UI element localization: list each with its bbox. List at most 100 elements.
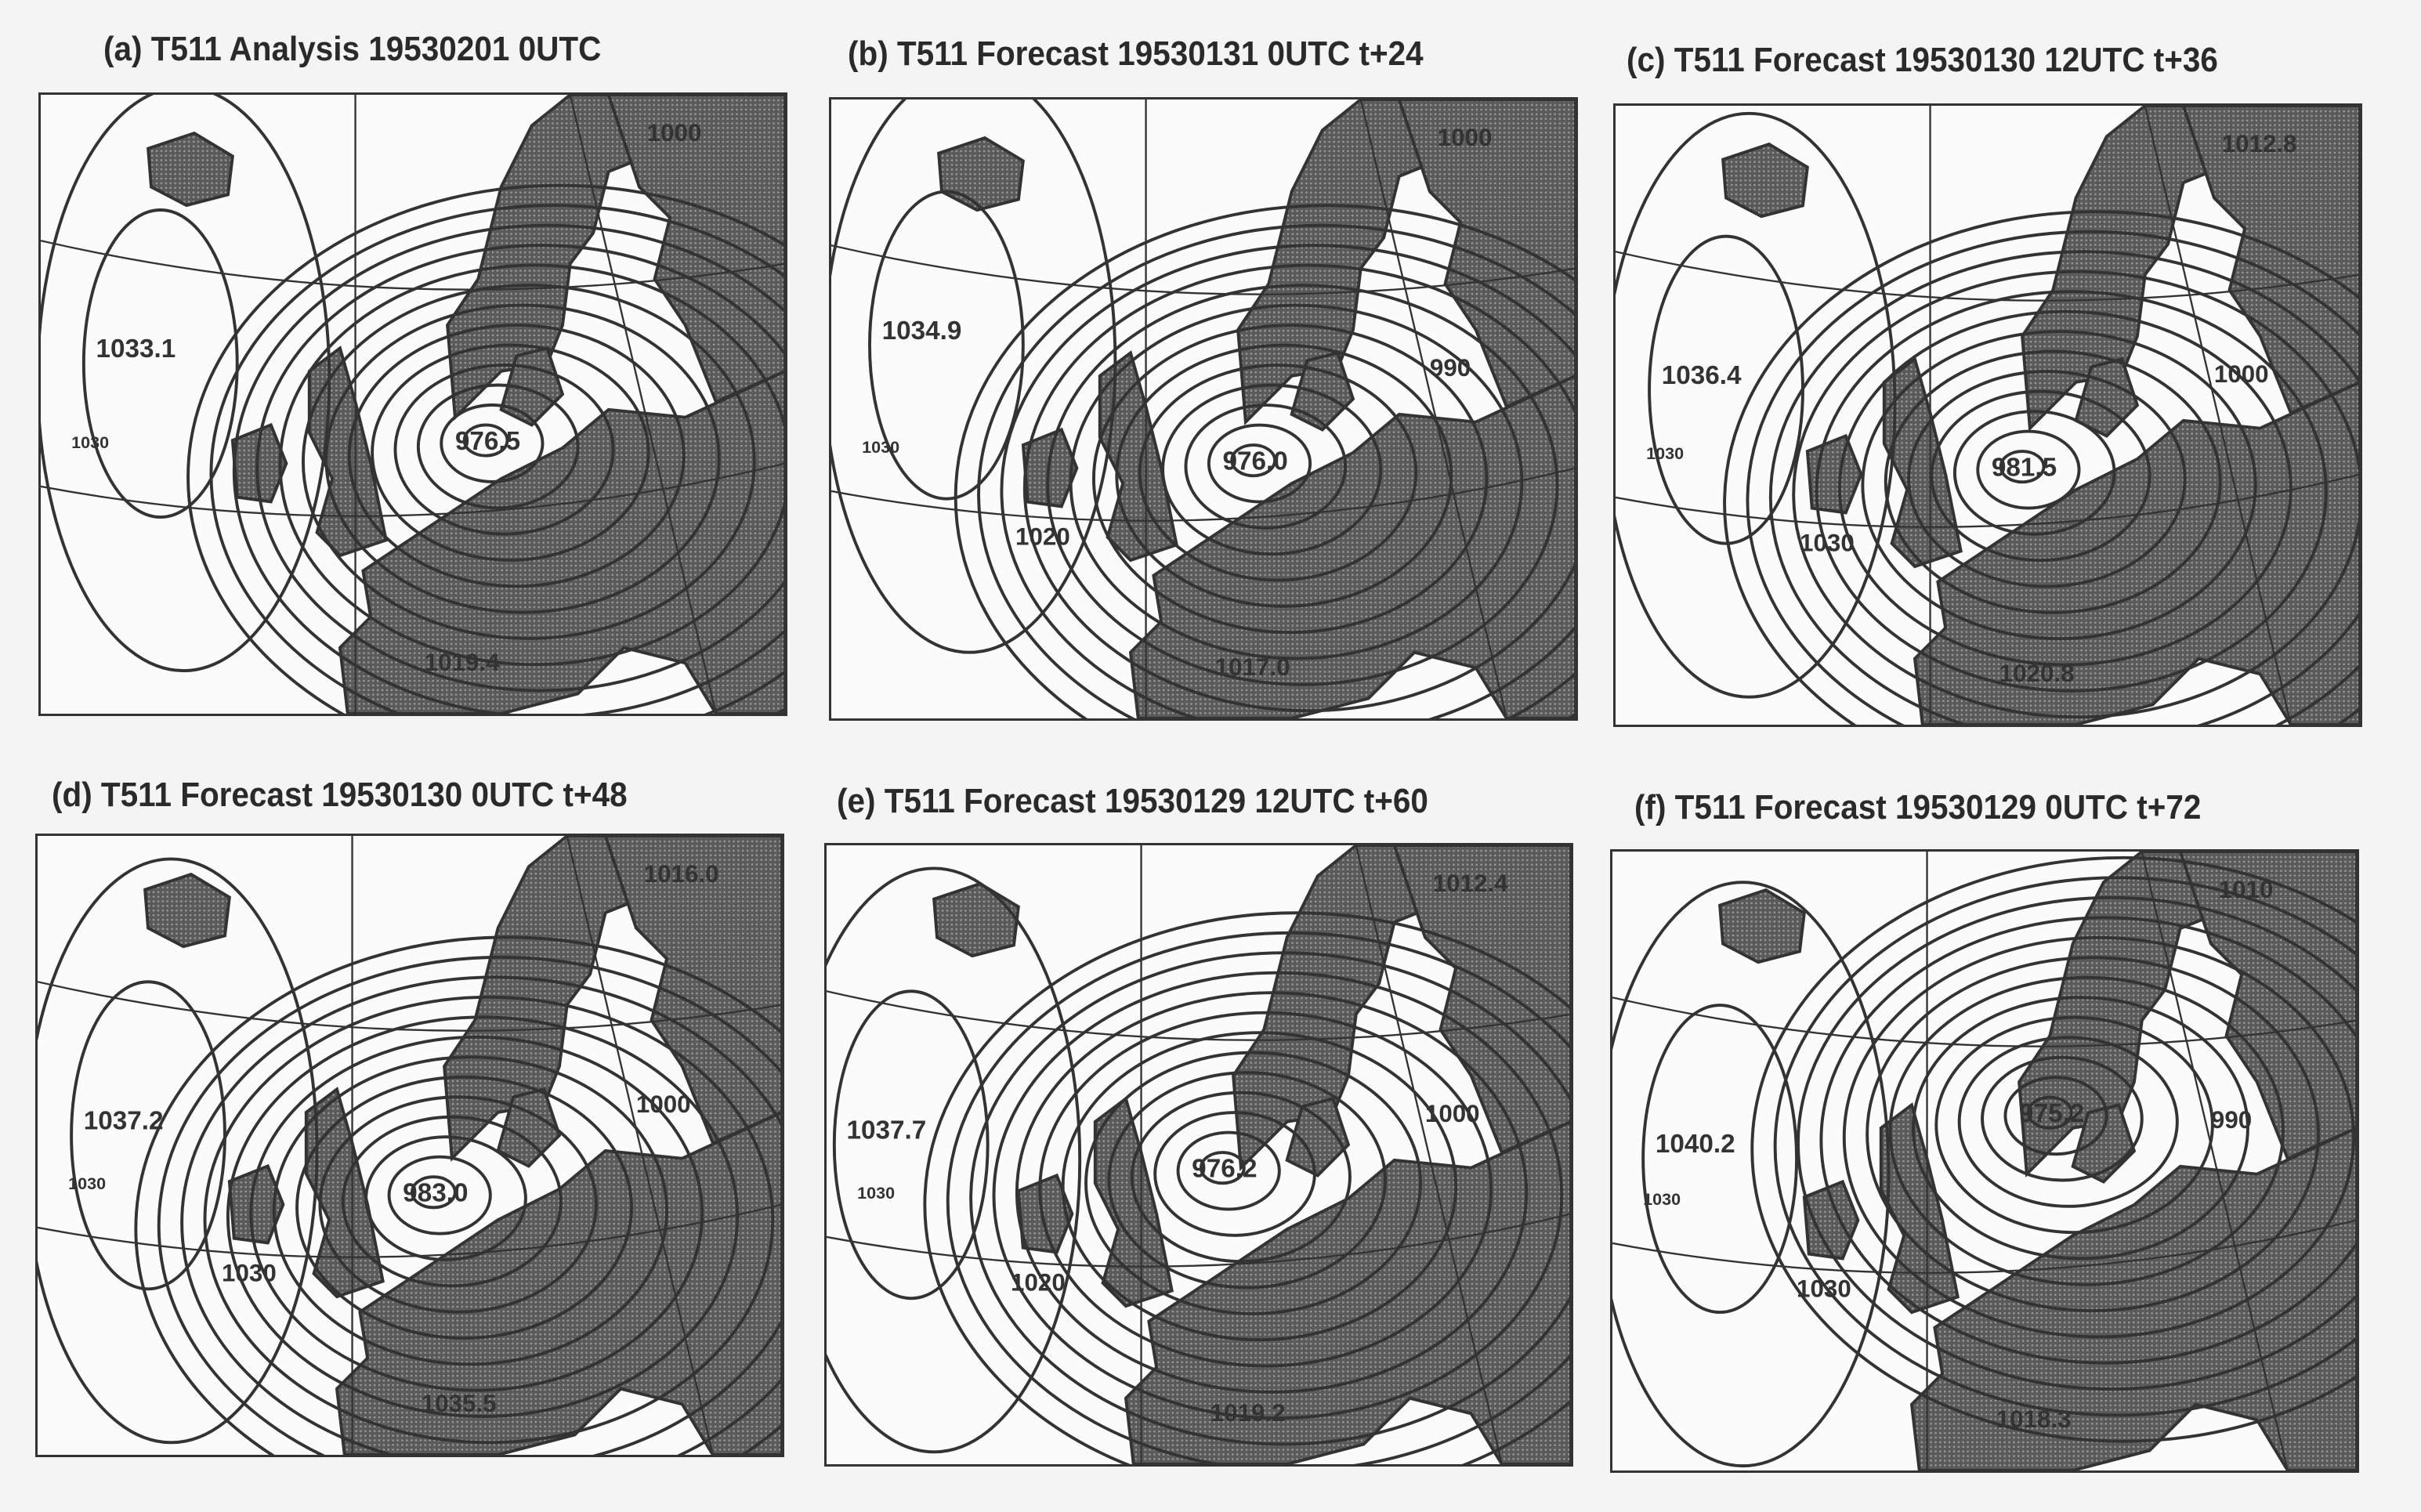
isobar-high (70, 980, 226, 1291)
isobar (1866, 956, 2320, 1313)
isobar-label: 1030 (1643, 1189, 1681, 1209)
isobar (1723, 210, 2360, 725)
isobar-label: 1030 (862, 437, 899, 457)
isobar-high (38, 857, 319, 1445)
isobar (462, 423, 509, 458)
continental-europe-land (1909, 1126, 2357, 1470)
isobar (1022, 263, 1576, 713)
isobar (2003, 1076, 2108, 1156)
low-pressure-label: 981.5 (1992, 453, 2057, 482)
finland-russia-land (2181, 106, 2360, 415)
low-pressure-label: 976.2 (1192, 1154, 1257, 1183)
isobar-label: 990 (1430, 354, 1471, 382)
isobar (272, 1055, 669, 1366)
finland-russia-land (1397, 99, 1576, 409)
isobar (1207, 423, 1312, 504)
continental-europe-land (1124, 1120, 1571, 1464)
isobar-label: 1000 (636, 1091, 691, 1118)
isobar-label: 990 (2211, 1106, 2252, 1134)
isobar-label: 1020 (1015, 523, 1070, 550)
isobar (1750, 855, 2357, 1443)
isobar (393, 364, 615, 536)
panel-title-e: (e) T511 Forecast 19530129 12UTC t+60 (837, 782, 1428, 820)
high-pressure-label: 1040.2 (1656, 1130, 1735, 1159)
latitude-line (831, 467, 1576, 522)
isobar (1768, 250, 2360, 725)
isobar-label: 1000 (1425, 1100, 1480, 1127)
isobar (1130, 1091, 1352, 1264)
isobar (1861, 330, 2257, 641)
great-britain-land (1882, 356, 1963, 569)
isobar (1230, 443, 1277, 478)
isobar-high (827, 866, 1082, 1454)
isobar (1792, 269, 2360, 719)
isobar (2026, 1095, 2073, 1130)
isobar (157, 956, 782, 1455)
high-pressure-label: 1033.1 (96, 335, 176, 364)
isobar (1819, 916, 2357, 1365)
great-britain-land (1879, 1102, 1960, 1315)
isobar (203, 995, 775, 1445)
panel-title-b: (b) T511 Forecast 19530131 0UTC t+24 (848, 34, 1424, 73)
isobar-high (1648, 234, 1804, 545)
finland-russia-land (2178, 852, 2357, 1161)
isobar (387, 1155, 492, 1235)
isobar-label: 1020.8 (1999, 660, 2075, 687)
continental-europe-land (335, 1110, 782, 1455)
isobar-label: 1030 (222, 1259, 277, 1286)
isobar-label: 1000 (647, 119, 702, 146)
isobar (1797, 895, 2357, 1391)
isobar (1084, 1051, 1422, 1315)
isobar (440, 403, 545, 483)
finland-russia-land (606, 95, 785, 404)
high-pressure-label: 1037.2 (84, 1106, 164, 1135)
isobar-label: 1012.4 (1433, 870, 1508, 897)
isobar (134, 935, 782, 1455)
isobar-high (1612, 881, 1891, 1467)
isobar (1888, 975, 2285, 1286)
latitude-line (1616, 473, 2360, 528)
isobar (318, 1095, 598, 1314)
panel-title-c: (c) T511 Forecast 19530130 12UTC t+36 (1627, 41, 2218, 79)
low-pressure-label: 976.5 (455, 427, 520, 456)
isobar-label: 1020 (1011, 1268, 1066, 1296)
isobar-label: 1019.4 (425, 649, 500, 676)
isobar (1976, 429, 2081, 510)
isobar-label: 1010 (2219, 876, 2274, 903)
latitude-line (38, 1203, 782, 1258)
iceland-land (932, 881, 1020, 958)
continental-europe-land (1128, 374, 1576, 718)
isobar (1907, 370, 2187, 588)
isobar (1091, 324, 1489, 635)
ireland-land (230, 422, 288, 504)
high-pressure-label: 1036.4 (1662, 361, 1742, 390)
isobar (416, 383, 580, 510)
isobar (1842, 935, 2356, 1339)
isobar (1161, 383, 1383, 556)
isobar (1115, 343, 1453, 608)
isobar (1815, 290, 2328, 693)
isobar (1061, 1031, 1458, 1342)
isobar (977, 223, 1576, 718)
isobar (1981, 1055, 2144, 1182)
isobar (364, 1135, 527, 1262)
isobar (1884, 349, 2222, 614)
isobar (1107, 1071, 1387, 1290)
iceland-land (1721, 142, 1809, 219)
isobar (226, 1015, 740, 1418)
iceland-land (1718, 888, 1806, 964)
finland-russia-land (1392, 845, 1571, 1155)
isobar (1957, 1036, 2179, 1208)
isobar (1069, 303, 1524, 660)
denmark-land (1285, 1097, 1351, 1177)
panel-title-f: (f) T511 Forecast 19530129 0UTC t+72 (1634, 788, 2202, 827)
